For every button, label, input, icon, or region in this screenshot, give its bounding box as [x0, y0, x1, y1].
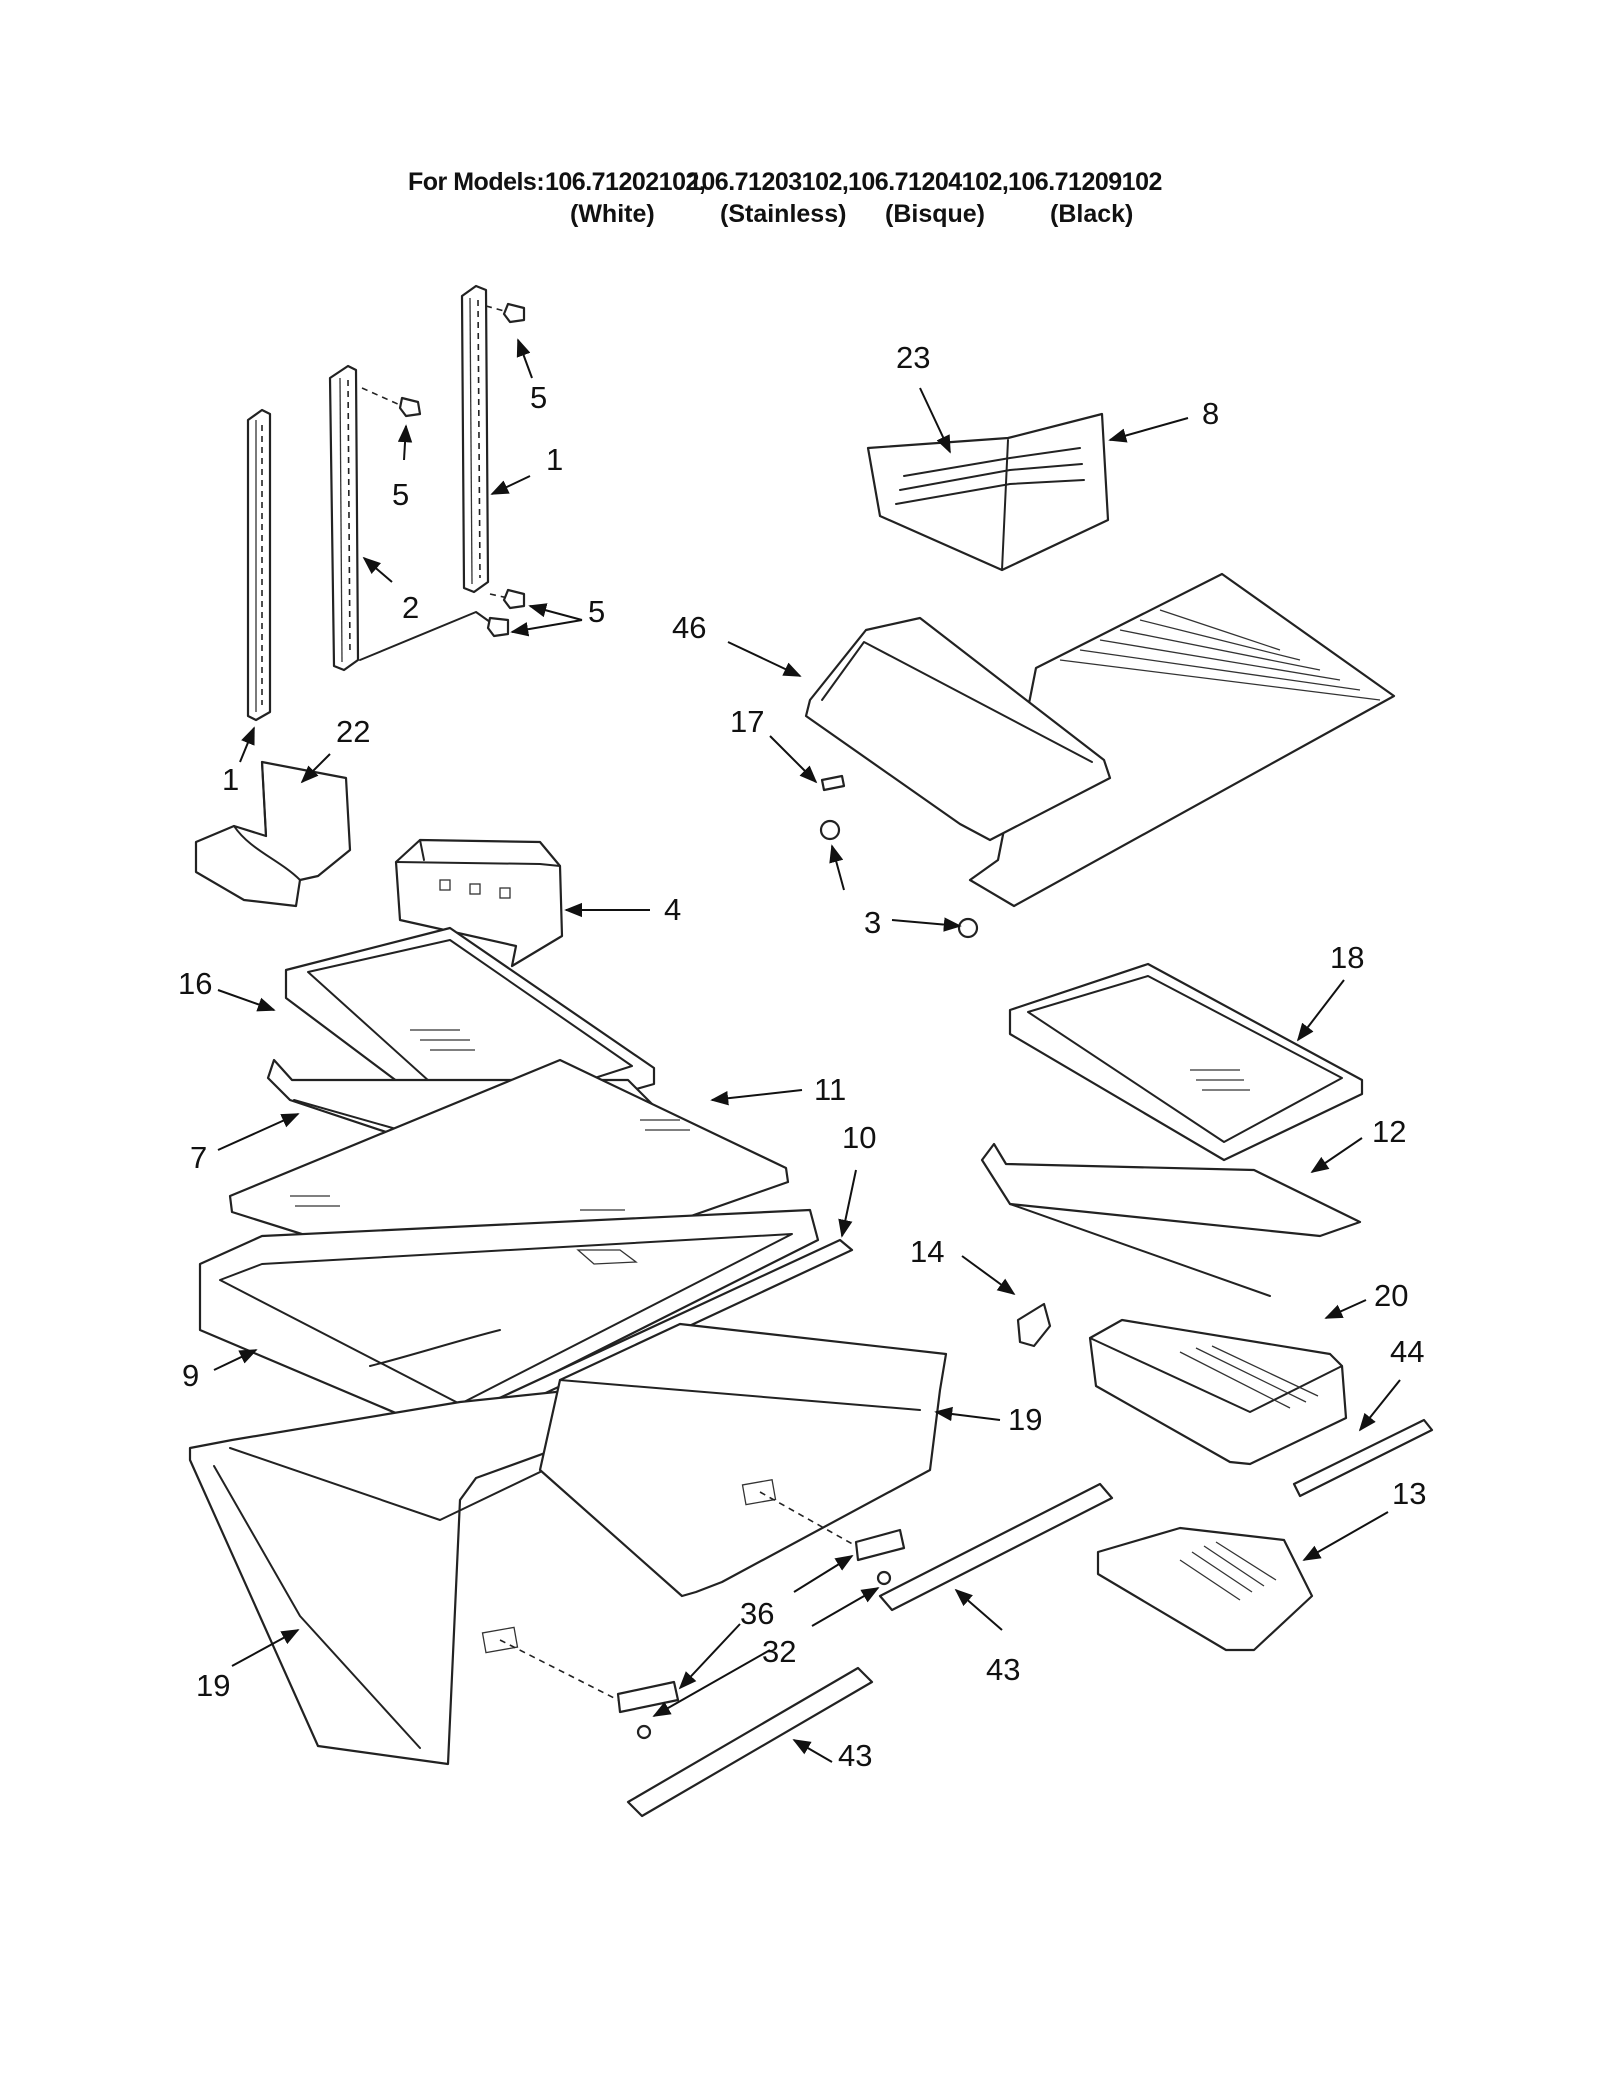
callout-7: 7	[190, 1140, 207, 1175]
peg-3	[819, 819, 979, 939]
callout-1: 1	[222, 762, 239, 797]
model-color: (Black)	[1050, 200, 1134, 228]
trim-43	[626, 1666, 874, 1818]
model-color: (Stainless)	[720, 200, 847, 228]
callout-36: 36	[740, 1596, 774, 1631]
tray-13	[1096, 1526, 1314, 1652]
callout-32: 32	[762, 1634, 796, 1669]
model-number: 106.71204102,	[848, 168, 1009, 196]
model-number: 106.71203102,	[688, 168, 849, 196]
callout-labels: 1 1 2 3 4 5 5 5 7 8 9 10	[178, 338, 1426, 1773]
callout-20: 20	[1374, 1278, 1408, 1313]
handle-44	[1292, 1418, 1434, 1498]
callout-43: 43	[838, 1738, 872, 1773]
wire-shelf	[968, 572, 1396, 908]
model-number: 106.71209102	[1008, 168, 1162, 196]
door-bin-4	[394, 838, 564, 968]
callout-9: 9	[182, 1358, 199, 1393]
glass-shelf-18	[1008, 962, 1364, 1162]
trim-43	[878, 1482, 1114, 1612]
models-prefix: For Models:	[408, 168, 545, 196]
screw-icon	[361, 387, 422, 418]
callout-4: 4	[664, 892, 681, 927]
callout-22: 22	[336, 714, 370, 749]
callout-5: 5	[392, 477, 409, 512]
wire-basket-8	[866, 412, 1110, 572]
callout-5: 5	[588, 594, 605, 629]
shelf-ladder-center	[328, 364, 360, 672]
clip-32	[636, 1570, 892, 1740]
callout-1: 1	[546, 442, 563, 477]
callout-2: 2	[402, 590, 419, 625]
screw-icon	[489, 588, 526, 610]
callout-46: 46	[672, 610, 706, 645]
pin-17	[820, 774, 846, 792]
callout-23: 23	[896, 340, 930, 375]
callout-12: 12	[1372, 1114, 1406, 1149]
callout-18: 18	[1330, 940, 1364, 975]
screw-icon	[359, 611, 510, 661]
callout-44: 44	[1390, 1334, 1424, 1369]
drawer-handle-36	[759, 1491, 906, 1562]
callout-11: 11	[814, 1072, 846, 1107]
callout-13: 13	[1392, 1476, 1426, 1511]
callout-5: 5	[530, 380, 547, 415]
door-bin-46	[804, 616, 1112, 842]
drawer-handle-36	[499, 1639, 680, 1714]
model-color: (White)	[570, 200, 655, 228]
crisper-frame-9	[198, 1208, 820, 1438]
pan-20	[1088, 1318, 1348, 1466]
shelf-ladder-left	[246, 408, 272, 722]
callout-19: 19	[196, 1668, 230, 1703]
screw-icon	[485, 302, 526, 324]
callout-43: 43	[986, 1652, 1020, 1687]
shelf-ladder-right	[460, 284, 490, 594]
callout-17: 17	[730, 704, 764, 739]
callout-16: 16	[178, 966, 212, 1001]
shelf-frame-12	[980, 1142, 1362, 1297]
model-color: (Bisque)	[885, 200, 985, 228]
callout-19: 19	[1008, 1402, 1042, 1437]
callout-14: 14	[910, 1234, 944, 1269]
clip-14	[1016, 1302, 1052, 1348]
callout-10: 10	[842, 1120, 876, 1155]
egg-holder-22	[194, 760, 352, 908]
callout-8: 8	[1202, 396, 1219, 431]
crisper-drawer-right-19	[538, 1322, 948, 1598]
callout-3: 3	[864, 905, 881, 940]
model-number: 106.71202102,	[545, 168, 706, 196]
